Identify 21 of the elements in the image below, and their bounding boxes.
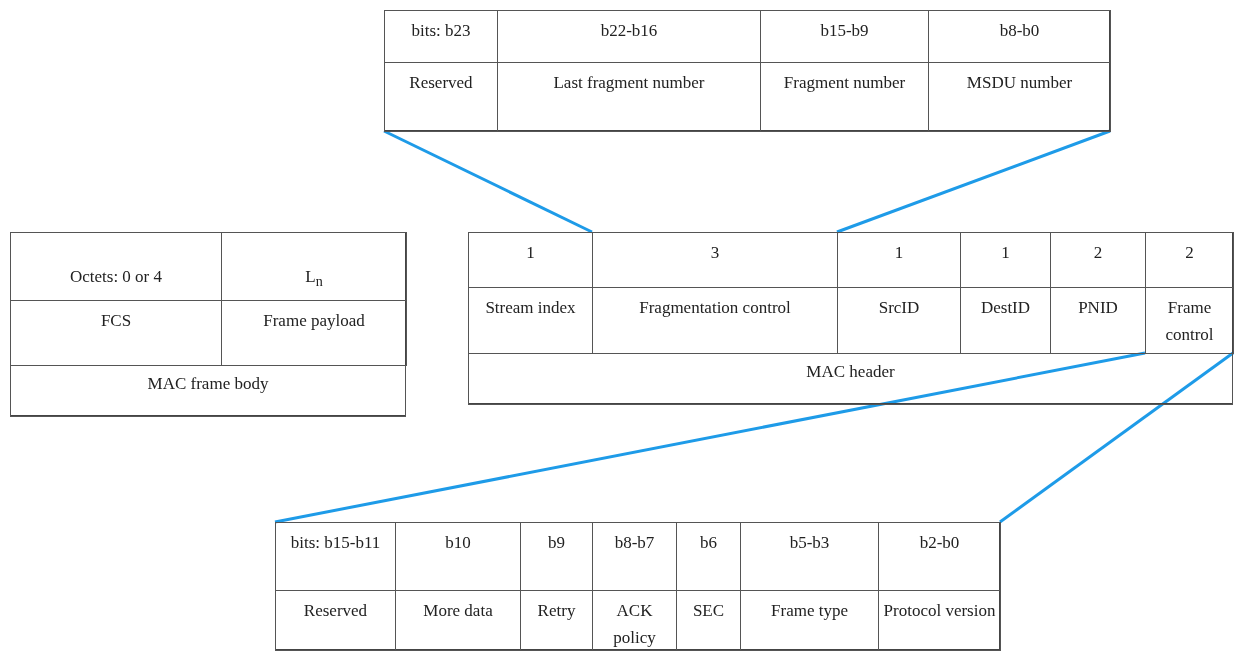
size-cell: 2 [1145, 232, 1234, 288]
field-name-cell: Reserved [384, 62, 498, 132]
expansion-line [274, 351, 1146, 524]
size-cell: L$_{n}$ [221, 232, 407, 301]
frame-format-table [275, 522, 1000, 650]
size-cell: bits: b23 [384, 10, 498, 63]
expansion-line [383, 129, 593, 234]
size-cell: b2-b0 [878, 522, 1001, 591]
field-name-cell: Protocol version [878, 590, 1001, 651]
frame-format-table [384, 10, 1110, 131]
field-name-cell: MSDU number [928, 62, 1111, 132]
size-cell: 1 [468, 232, 593, 288]
size-cell: Octets: 0 or 4 [10, 232, 222, 301]
table-caption-cell: MAC frame body [10, 365, 406, 417]
table-caption-cell: MAC header [468, 353, 1233, 405]
frame-format-table [468, 232, 1233, 404]
size-cell: bits: b15-b11 [275, 522, 396, 591]
expansion-line [836, 129, 1111, 234]
field-name-cell: Reserved [275, 590, 396, 651]
frame-format-table [10, 232, 406, 416]
size-cell: b8-b0 [928, 10, 1111, 63]
